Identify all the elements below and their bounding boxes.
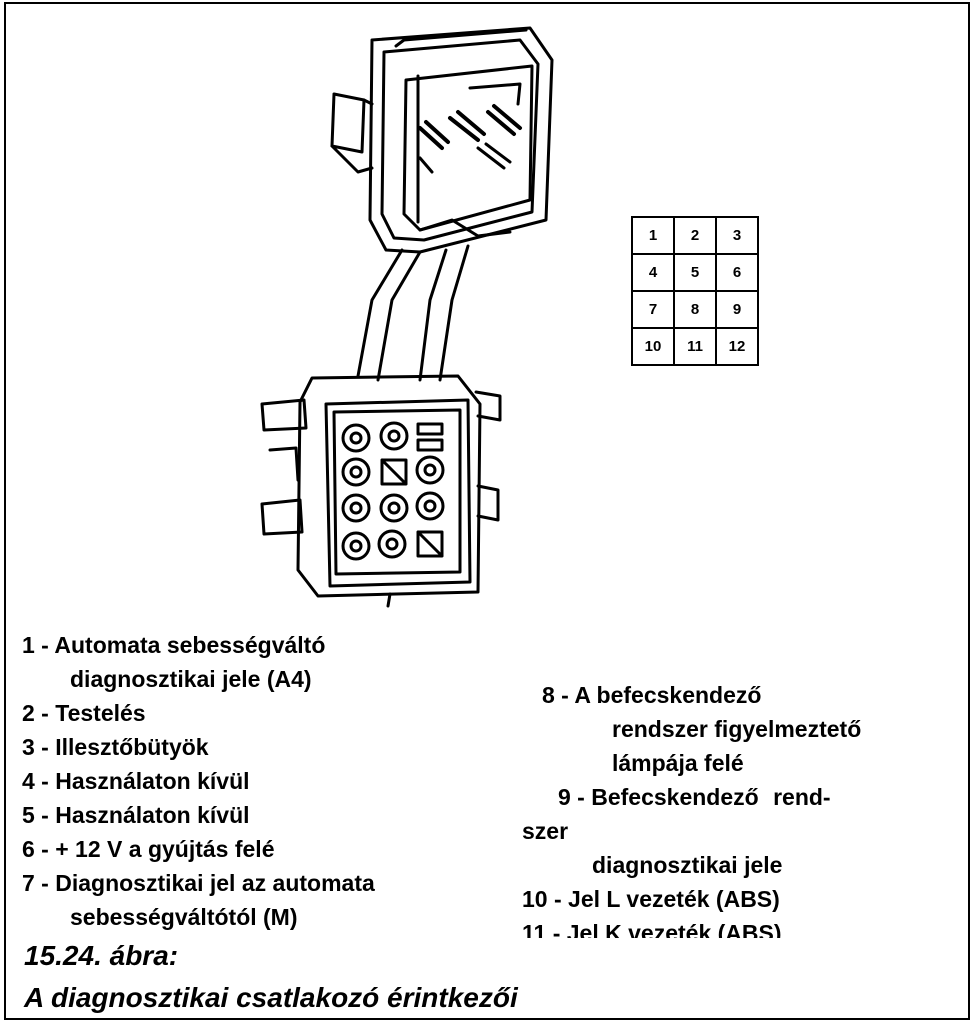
pin-2-cell: 2 (673, 216, 717, 255)
pin-layout-grid: 1 2 3 4 5 6 7 8 9 10 11 12 (631, 216, 759, 366)
legend-text: Jel L vezeték (ABS) (568, 886, 780, 912)
legend-item-5: 5 - Használaton kívül (22, 798, 522, 832)
legend-text-cont: diagnosztikai jele (A4) (70, 666, 312, 692)
legend-text-cont: diagnosztikai jele (592, 852, 783, 878)
legend-item-8: 8 - A befecskendező rendszer figyelmezte… (522, 678, 952, 780)
legend-number: 4 - (22, 768, 49, 794)
pin-7-cell: 7 (631, 290, 675, 329)
legend-item-2: 2 - Testelés (22, 696, 522, 730)
upper-connector (330, 26, 554, 254)
cable-pair (356, 244, 470, 382)
legend-text-cont: sebességváltótól (M) (70, 904, 298, 930)
legend-number: 9 - (558, 784, 585, 810)
legend-number: 1 - (22, 632, 49, 658)
legend-left: 1 - Automata sebességváltó diagnosztikai… (22, 628, 522, 934)
pin-9-cell: 9 (715, 290, 759, 329)
legend-text: Diagnosztikai jel az automata (55, 870, 375, 896)
pin-1-cell: 1 (631, 216, 675, 255)
legend-right: 8 - A befecskendező rendszer figyelmezte… (522, 678, 952, 938)
pin-8-cell: 8 (673, 290, 717, 329)
figure-frame (4, 2, 970, 1020)
pin-6-cell: 6 (715, 253, 759, 292)
lower-connector (260, 374, 502, 608)
legend-number: 6 - (22, 836, 49, 862)
legend-number: 11 - (522, 920, 561, 938)
legend-text: + 12 V a gyújtás felé (55, 836, 275, 862)
legend-text: Automata sebességváltó (54, 632, 326, 658)
pin-10-cell: 10 (631, 327, 675, 366)
legend-item-11: 11 - Jel K vezeték (ABS) (522, 916, 952, 938)
pin-11-cell: 11 (673, 327, 717, 366)
legend-item-10: 10 - Jel L vezeték (ABS) (522, 882, 952, 916)
legend-text: Befecskendező rend- (591, 784, 831, 810)
legend-number: 7 - (22, 870, 49, 896)
legend-text: A befecskendező (574, 682, 762, 708)
legend-item-3: 3 - Illesztőbütyök (22, 730, 522, 764)
legend-number: 8 - (542, 682, 569, 708)
legend-text-cont: rendszer figyelmeztető (612, 716, 862, 742)
pin-3-cell: 3 (715, 216, 759, 255)
legend-number: 3 - (22, 734, 49, 760)
legend-text: Használaton kívül (55, 802, 250, 828)
legend-item-1: 1 - Automata sebességváltó diagnosztikai… (22, 628, 522, 696)
figure-title: A diagnosztikai csatlakozó érintkezői (24, 982, 518, 1013)
legend-number: 2 - (22, 700, 49, 726)
legend-item-7: 7 - Diagnosztikai jel az automata sebess… (22, 866, 522, 934)
legend-text: Jel K vezeték (ABS) (566, 920, 782, 938)
legend-text: Használaton kívül (55, 768, 250, 794)
legend-number: 10 - (522, 886, 562, 912)
pin-5-cell: 5 (673, 253, 717, 292)
legend-number: 5 - (22, 802, 49, 828)
legend-item-6: 6 - + 12 V a gyújtás felé (22, 832, 522, 866)
pin-12-cell: 12 (715, 327, 759, 366)
legend-text-line2: szer (522, 818, 569, 844)
legend-text: Testelés (55, 700, 146, 726)
pin-4-cell: 4 (631, 253, 675, 292)
legend-item-9: 9 - Befecskendező rend- szer diagnosztik… (522, 780, 952, 882)
legend-text-cont-2: lámpája felé (612, 750, 744, 776)
figure-number: 15.24. ábra: (24, 940, 179, 971)
legend-item-4: 4 - Használaton kívül (22, 764, 522, 798)
legend-text: Illesztőbütyök (55, 734, 209, 760)
